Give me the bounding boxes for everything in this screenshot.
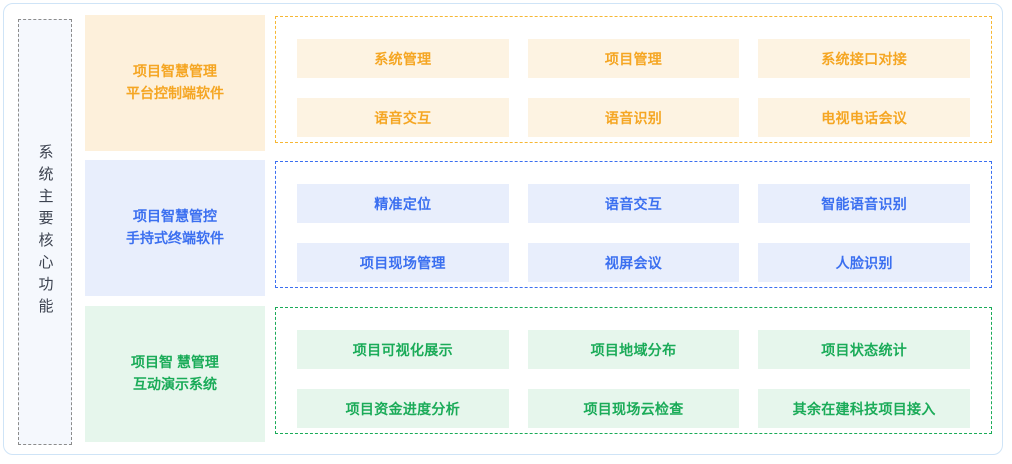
- tile-item[interactable]: 项目现场管理: [297, 243, 509, 282]
- tile-item[interactable]: 语音交互: [527, 184, 740, 223]
- tile-grid-interactive-presentation: 项目可视化展示 项目地域分布 项目状态统计 项目资金进度分析 项目现场云检查 其…: [297, 330, 970, 428]
- tile-panel-platform-control: 系统管理 项目管理 系统接口对接 语音交互 语音识别 电视电话会议: [275, 16, 992, 143]
- section-handheld-terminal: 项目智慧管控 手持式终端软件 精准定位 语音交互 智能语音识别 项目现场管理 视…: [85, 160, 1012, 296]
- tile-item[interactable]: 语音识别: [527, 98, 740, 137]
- category-block-handheld-terminal[interactable]: 项目智慧管控 手持式终端软件: [85, 160, 265, 296]
- section-interactive-presentation: 项目智 慧管理 互动演示系统 项目可视化展示 项目地域分布 项目状态统计 项目资…: [85, 306, 1012, 442]
- tile-item[interactable]: 系统接口对接: [758, 39, 970, 78]
- sidebar-core-functions: 系统主要核心功能: [18, 19, 72, 445]
- section-platform-control: 项目智慧管理 平台控制端软件 系统管理 项目管理 系统接口对接 语音交互 语音识…: [85, 15, 1012, 151]
- tile-item[interactable]: 系统管理: [297, 39, 509, 78]
- tile-item[interactable]: 精准定位: [297, 184, 509, 223]
- outer-frame: [3, 3, 1003, 455]
- category-label-interactive-presentation: 项目智 慧管理 互动演示系统: [131, 354, 219, 392]
- category-label-handheld-terminal: 项目智慧管控 手持式终端软件: [126, 208, 224, 246]
- tile-item[interactable]: 项目现场云检查: [527, 389, 740, 428]
- tile-item[interactable]: 其余在建科技项目接入: [758, 389, 970, 428]
- category-block-platform-control[interactable]: 项目智慧管理 平台控制端软件: [85, 15, 265, 151]
- tile-item[interactable]: 语音交互: [297, 98, 509, 137]
- tile-grid-platform-control: 系统管理 项目管理 系统接口对接 语音交互 语音识别 电视电话会议: [297, 39, 970, 137]
- sidebar-vertical-label: 系统主要核心功能: [36, 144, 54, 320]
- tile-item[interactable]: 智能语音识别: [758, 184, 970, 223]
- tile-panel-interactive-presentation: 项目可视化展示 项目地域分布 项目状态统计 项目资金进度分析 项目现场云检查 其…: [275, 307, 992, 434]
- tile-grid-handheld-terminal: 精准定位 语音交互 智能语音识别 项目现场管理 视屏会议 人脸识别: [297, 184, 970, 282]
- tile-item[interactable]: 视屏会议: [527, 243, 740, 282]
- tile-item[interactable]: 项目可视化展示: [297, 330, 509, 369]
- tile-item[interactable]: 项目地域分布: [527, 330, 740, 369]
- tile-item[interactable]: 项目状态统计: [758, 330, 970, 369]
- tile-panel-handheld-terminal: 精准定位 语音交互 智能语音识别 项目现场管理 视屏会议 人脸识别: [275, 161, 992, 288]
- category-label-platform-control: 项目智慧管理 平台控制端软件: [126, 63, 224, 101]
- category-block-interactive-presentation[interactable]: 项目智 慧管理 互动演示系统: [85, 306, 265, 442]
- tile-item[interactable]: 项目资金进度分析: [297, 389, 509, 428]
- tile-item[interactable]: 电视电话会议: [758, 98, 970, 137]
- tile-item[interactable]: 人脸识别: [758, 243, 970, 282]
- tile-item[interactable]: 项目管理: [527, 39, 740, 78]
